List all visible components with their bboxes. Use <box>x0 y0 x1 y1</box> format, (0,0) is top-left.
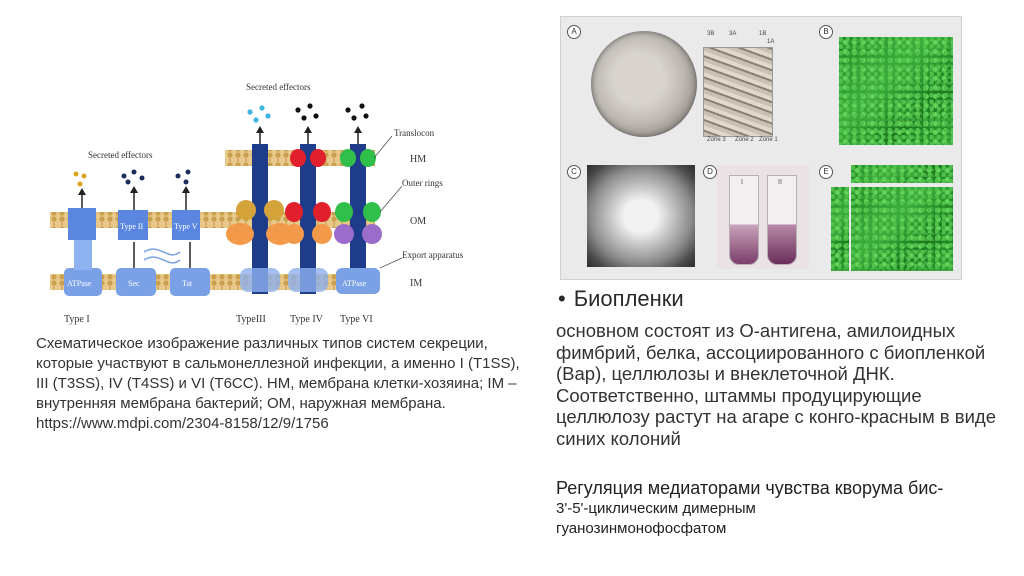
zone-label-1a: 1A <box>767 39 775 45</box>
confocal-image-e-top <box>851 165 953 183</box>
panel-letter-b: B <box>819 25 833 39</box>
regulation-line-1: Регуляция медиаторами чувства кворума би… <box>556 478 944 498</box>
type4-label: Type IV <box>290 314 324 325</box>
export-apparatus-label: Export apparatus <box>402 250 464 260</box>
secreted-effectors-left-label: Secreted effectors <box>88 150 153 160</box>
tubes-image: I II <box>717 165 809 269</box>
atpase-label: ATPase <box>67 279 92 288</box>
panel-letter-a: A <box>567 25 581 39</box>
zone-label-3b: 3B <box>707 31 715 37</box>
panel-letter-d: D <box>703 165 717 179</box>
sec-label: Sec <box>128 279 140 288</box>
im-label: IM <box>410 278 422 289</box>
secreted-effectors-right-label: Secreted effectors <box>246 82 311 92</box>
hm-label: HM <box>410 154 426 165</box>
biofilm-description: основном состоят из О-антигена, амилоидн… <box>556 320 997 449</box>
bullet-icon: • <box>558 286 566 311</box>
confocal-image-b <box>839 37 953 145</box>
regulation-note: Регуляция медиаторами чувства кворума би… <box>556 478 1006 539</box>
tube-label-2: II <box>778 179 782 186</box>
regulation-line-3: гуанозинмонофосфатом <box>556 520 727 537</box>
confocal-image-e-main <box>851 187 953 271</box>
zone-bottom-1: Zone 1 <box>759 137 778 143</box>
confocal-image-e-side <box>831 187 849 271</box>
type5-box-label: Type V <box>174 222 198 231</box>
colony-zoom-image <box>703 47 773 137</box>
type2-box-label: Type II <box>120 222 144 231</box>
translocon-label: Translocon <box>394 128 435 138</box>
diagram-caption: Схематическое изображение различных типо… <box>36 335 520 432</box>
panel-letter-c: C <box>567 165 581 179</box>
panel-letter-e: E <box>819 165 833 179</box>
type3-label: TypeIII <box>236 314 266 325</box>
tat-label: Tat <box>182 279 193 288</box>
outer-rings-label: Outer rings <box>402 178 443 188</box>
regulation-line-2: 3'-5'-циклическим димерным <box>556 500 756 517</box>
tube-label-1: I <box>741 179 743 186</box>
zone-label-3a: 3A <box>729 31 737 37</box>
biofilm-heading: Биопленки <box>573 286 684 311</box>
zone-bottom-2: Zone 2 <box>735 137 754 143</box>
pellicle-dish-image <box>587 165 695 267</box>
atpase-t6-label: ATPase <box>342 279 367 288</box>
biofilm-heading-row: • Биопленки <box>558 286 684 312</box>
type1-label: Type I <box>64 314 90 325</box>
om-label: OM <box>410 216 426 227</box>
type6-label: Type VI <box>340 314 373 325</box>
zone-label-1b: 1B <box>759 31 767 37</box>
zone-bottom-3: Zone 3 <box>707 137 726 143</box>
secretion-systems-diagram: Secreted effectors Secreted effectors Tr… <box>50 82 464 325</box>
biofilm-figure-panel: A 3B 3A 1B 1A Zone 3 Zone 2 Zone 1 B C D… <box>560 16 962 280</box>
colony-dish-image <box>591 31 697 137</box>
